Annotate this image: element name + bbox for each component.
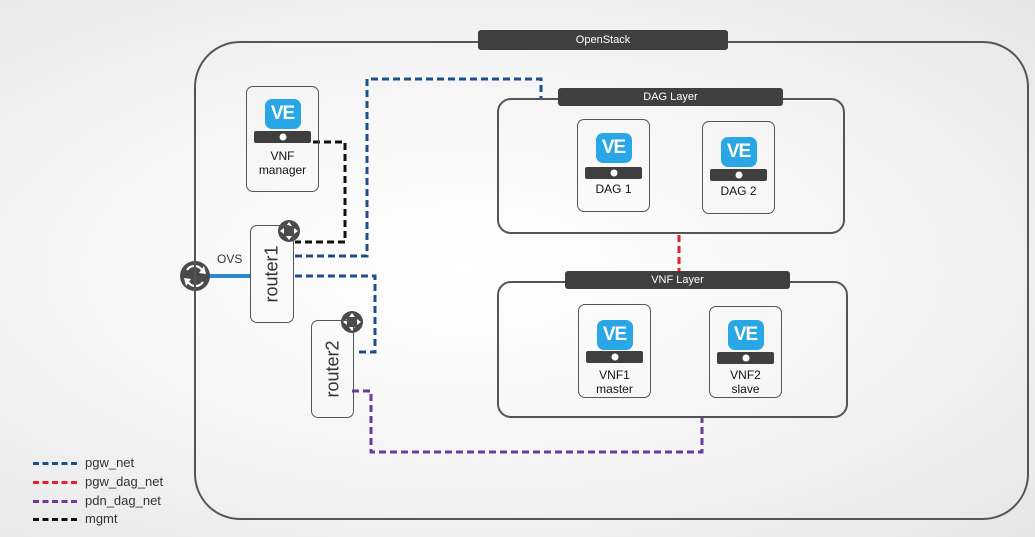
router1-box: router1 (250, 225, 294, 323)
dag2-node: VE DAG 2 (702, 121, 775, 214)
router2-box: router2 (311, 320, 354, 418)
legend-swatch (33, 518, 77, 521)
dag1-label: DAG 1 (595, 182, 632, 196)
legend-label: pgw_net (85, 455, 135, 470)
vnf1-node: VE VNF1 master (578, 304, 651, 398)
vnf2-label: VNF2 slave (730, 368, 761, 396)
vnf-layer-title: VNF Layer (565, 271, 790, 289)
legend-swatch (33, 462, 77, 465)
device-slot-icon (710, 169, 767, 181)
ve-badge-icon: VE (264, 99, 301, 129)
device-slot-icon (586, 351, 643, 363)
pdn-dag-link (352, 389, 704, 454)
legend-label: pdn_dag_net (85, 493, 161, 508)
vnf-manager-label: VNF manager (258, 149, 307, 177)
ve-badge-icon: VE (596, 320, 633, 350)
ve-badge-icon: VE (727, 320, 764, 350)
router1-label: router1 (261, 245, 282, 303)
openstack-title: OpenStack (478, 30, 728, 50)
ve-badge-icon: VE (720, 137, 757, 167)
pgw-link-dag (295, 77, 543, 258)
vnf2-node: VE VNF2 slave (709, 306, 782, 398)
dag-layer-title: DAG Layer (558, 88, 783, 106)
dag-layer-box (497, 98, 845, 234)
legend-swatch (33, 500, 77, 503)
legend-label: pgw_dag_net (85, 474, 164, 489)
mgmt-link (295, 140, 347, 244)
dag1-node: VE DAG 1 (577, 119, 650, 212)
device-slot-icon (585, 167, 642, 179)
legend-swatch (33, 481, 77, 484)
pgw-link-router2 (295, 274, 377, 354)
vnf1-label: VNF1 master (596, 368, 633, 396)
ve-badge-icon: VE (595, 133, 632, 163)
device-slot-icon (717, 352, 774, 364)
vnf-manager-node: VE VNF manager (246, 86, 319, 192)
vnf-layer-box (497, 281, 848, 418)
router2-label: router2 (322, 340, 342, 398)
device-slot-icon (254, 131, 311, 143)
dag2-label: DAG 2 (720, 184, 757, 198)
legend-label: mgmt (85, 511, 118, 526)
ovs-label: OVS (217, 252, 243, 266)
